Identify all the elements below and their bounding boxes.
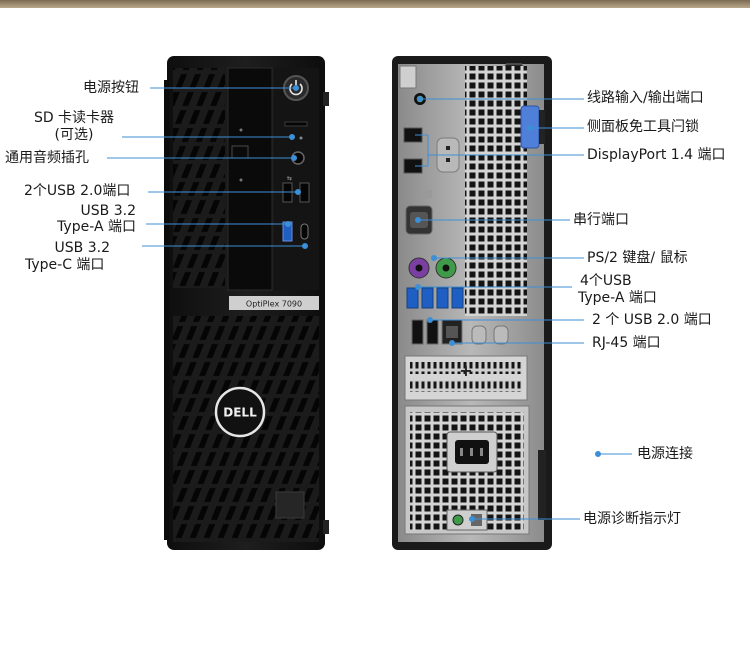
rear-tower: + — [392, 56, 552, 550]
rear-vent-grille — [465, 66, 527, 316]
callout-lines — [107, 85, 632, 522]
front-vent-upper — [173, 68, 225, 288]
label-rear-usb20: 2 个 USB 2.0 端口 — [592, 312, 712, 328]
label-sd-reader-line1: SD 卡读卡器 — [33, 110, 115, 126]
top-border — [0, 0, 750, 8]
label-line-io: 线路输入/输出端口 — [587, 90, 704, 106]
dell-logo-icon — [214, 386, 266, 438]
label-sd-reader-line2: (可选) — [54, 127, 94, 143]
model-badge — [229, 296, 319, 310]
front-usb32c-port[interactable] — [300, 223, 309, 240]
label-audio-jack: 通用音频插孔 — [5, 150, 89, 166]
model-badge-text: OptiPlex 7090 — [246, 300, 302, 309]
label-power-diag-led: 电源诊断指示灯 — [583, 511, 681, 527]
label-front-usb32a-line1: USB 3.2 — [80, 203, 136, 219]
label-rj45: RJ-45 端口 — [592, 335, 661, 351]
label-rear-usb32a-line1: 4个USB — [580, 273, 632, 289]
service-tag-pad — [275, 491, 305, 519]
label-rear-usb32a-line2: Type-A 端口 — [578, 290, 657, 306]
label-power-connector: 电源连接 — [637, 446, 693, 462]
svg-text:+: + — [459, 361, 472, 380]
dell-logo-text: DELL — [223, 406, 257, 420]
usb-icon: ⇆ — [287, 175, 292, 182]
rear-usb32a-port-4[interactable] — [451, 287, 464, 309]
front-usb20-port-2[interactable] — [299, 182, 310, 203]
rear-usb20-port-2[interactable] — [426, 319, 439, 345]
rear-usb32a-port-1[interactable] — [406, 287, 419, 309]
front-tower: ⇆ OptiPlex 7090 DELL — [164, 56, 329, 550]
label-displayport: DisplayPort 1.4 端口 — [587, 147, 726, 163]
label-front-usb20: 2个USB 2.0端口 — [24, 183, 131, 199]
label-front-usb32c-line1: USB 3.2 — [54, 240, 110, 256]
label-tool-less-lock: 侧面板免工具闩锁 — [587, 119, 699, 135]
rear-usb32a-port-2[interactable] — [421, 287, 434, 309]
label-serial: 串行端口 — [573, 212, 629, 228]
rear-usb20-port-1[interactable] — [411, 319, 424, 345]
power-icon — [289, 83, 303, 96]
optical-bay — [227, 67, 273, 291]
label-front-usb32a-line2: Type-A 端口 — [57, 219, 136, 235]
label-power-button: 电源按钮 — [83, 80, 139, 96]
label-front-usb32c-line2: Type-C 端口 — [25, 257, 105, 273]
power-diag-led — [452, 514, 464, 526]
label-ps2: PS/2 键盘/ 鼠标 — [587, 250, 688, 266]
sd-card-slot[interactable] — [284, 121, 308, 127]
rear-usb32a-port-3[interactable] — [436, 287, 449, 309]
